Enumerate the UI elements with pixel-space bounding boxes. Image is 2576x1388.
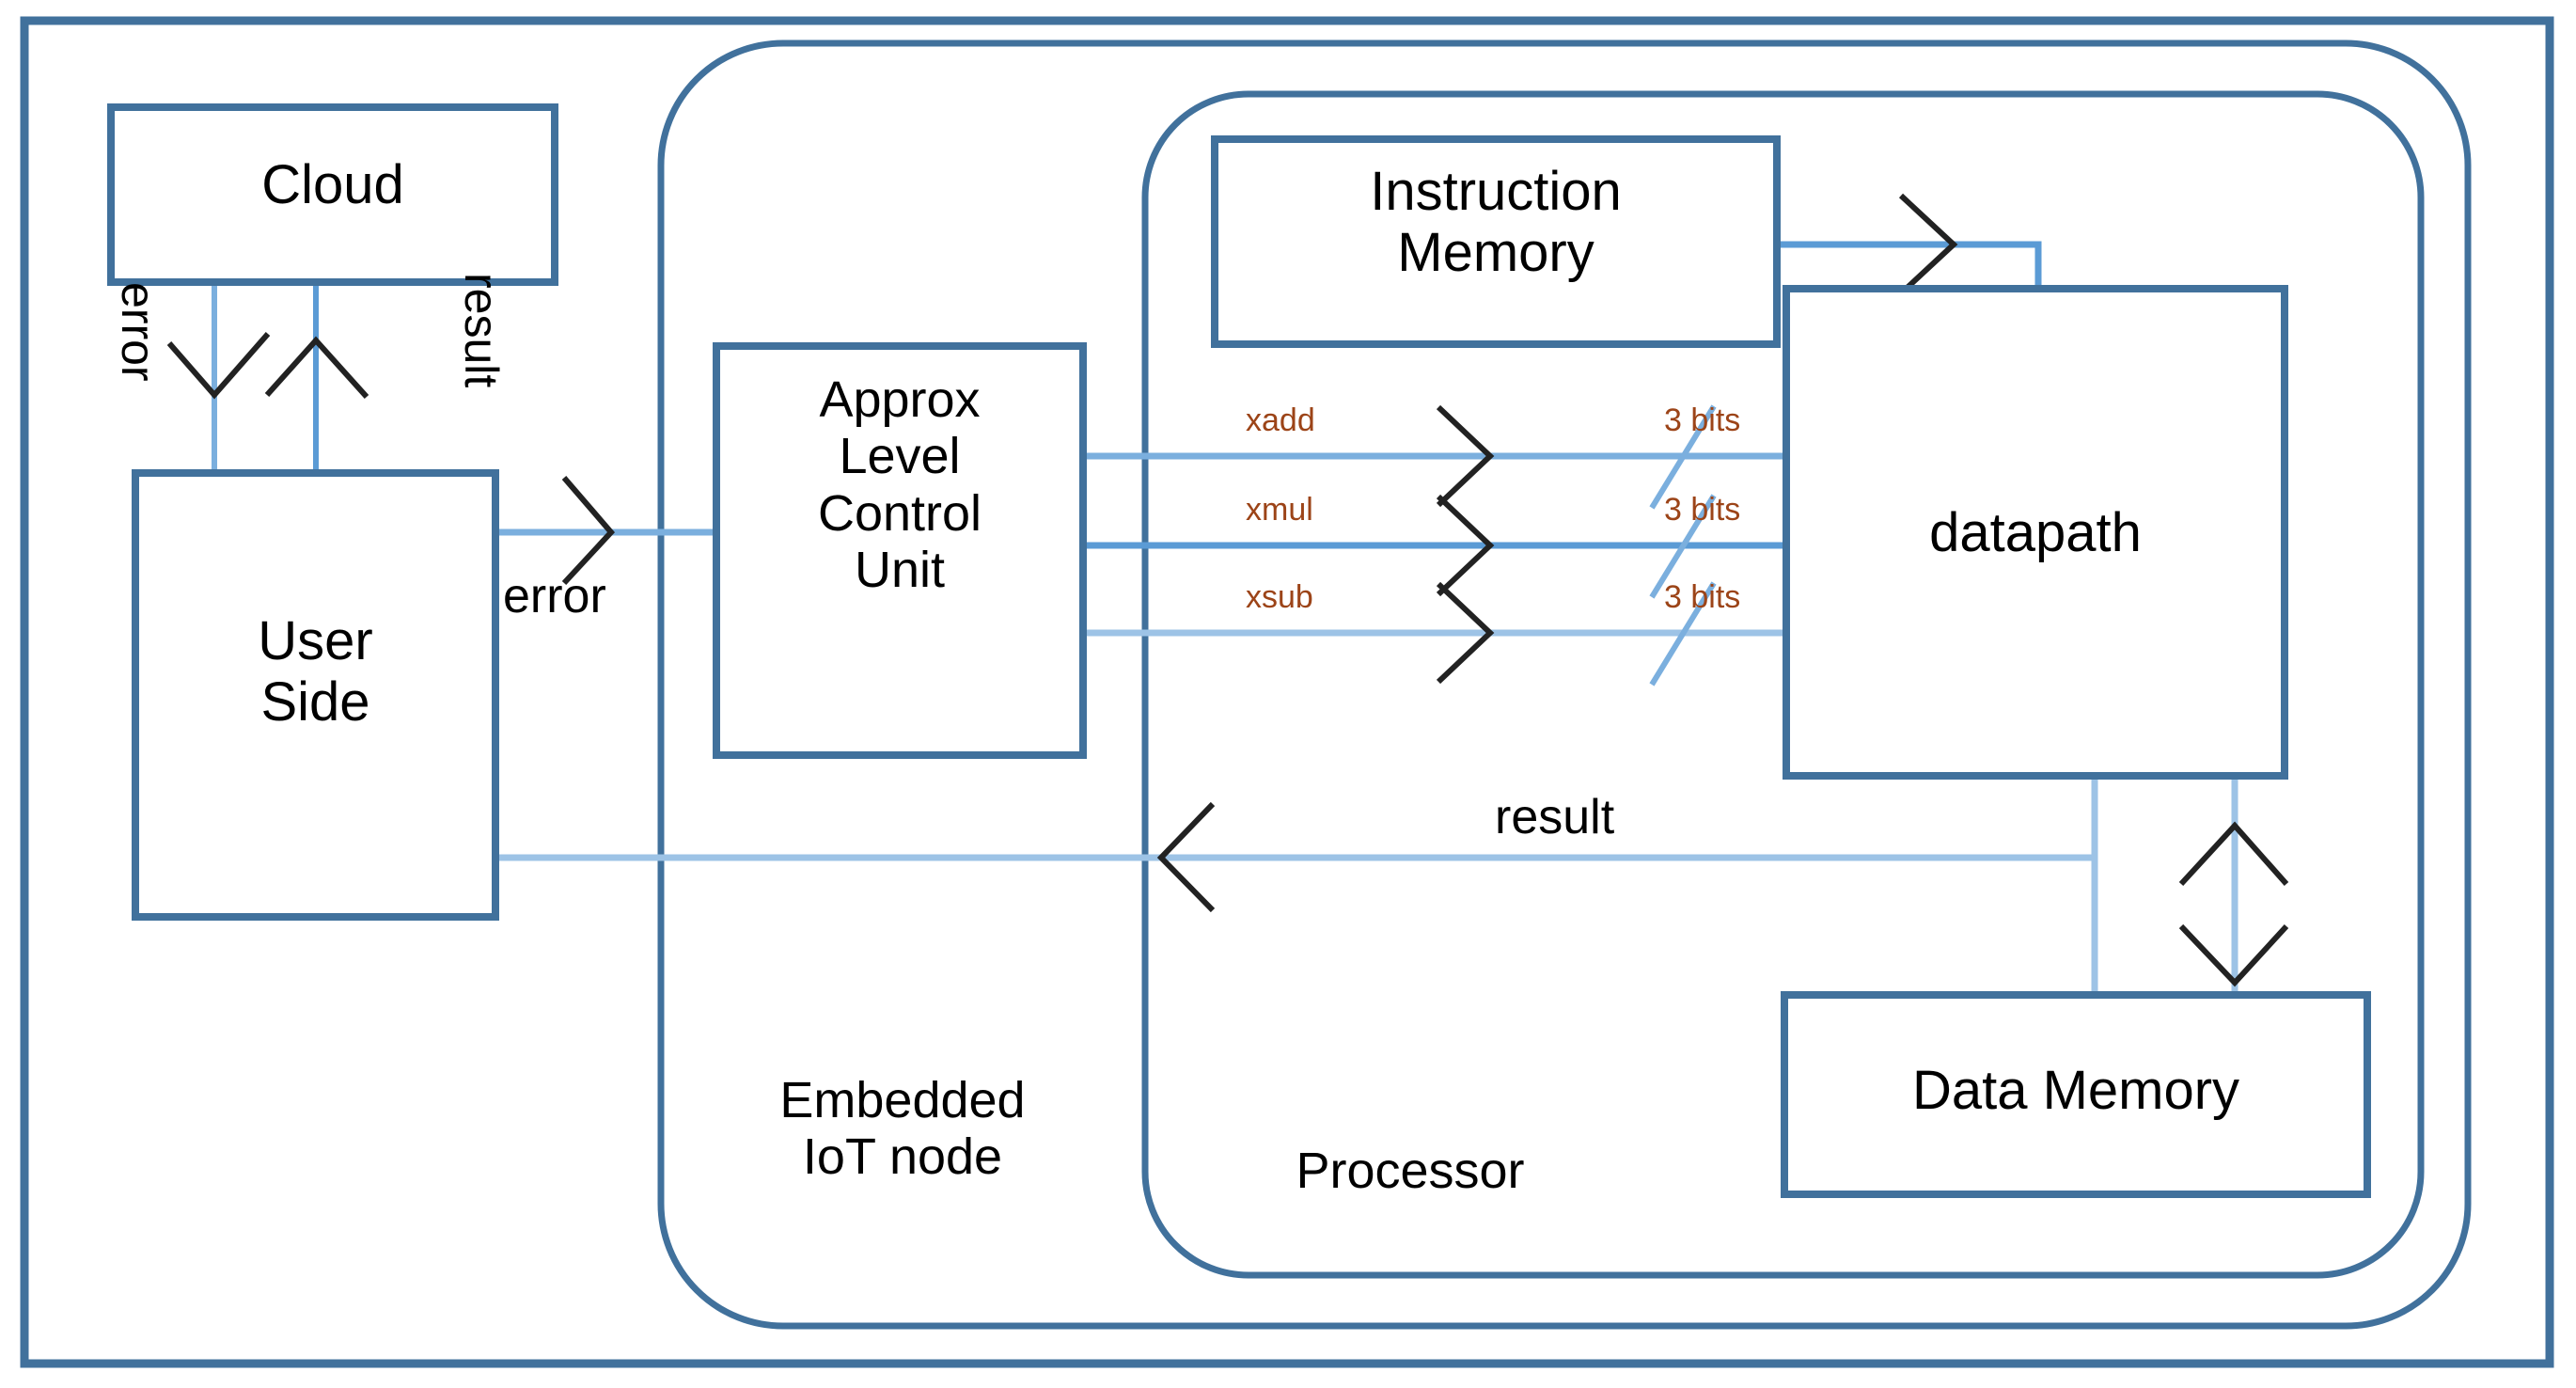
wire-result-return [495,776,2098,861]
arrowhead-data-memory-down [2178,923,2289,987]
arrowhead-xadd [1436,404,1495,508]
group-embedded-iot-node [657,39,2472,1330]
box-datapath[interactable] [1783,285,2288,780]
box-data-memory[interactable] [1781,991,2371,1198]
slash-xadd [1649,404,1717,510]
wire-instruction-fetch [1777,241,2042,289]
box-user-side[interactable] [132,469,499,921]
arrowhead-cloud-result [264,336,369,400]
box-cloud[interactable] [107,103,558,286]
outer-frame [20,16,2554,1368]
box-approx-level-control-unit[interactable] [713,342,1087,759]
arrowhead-xmul [1436,494,1495,597]
arrowhead-xsub [1436,581,1495,685]
group-processor [1141,90,2425,1279]
slash-xmul [1649,494,1717,599]
box-instruction-memory[interactable] [1211,135,1781,348]
arrowhead-cloud-error [166,332,271,400]
slash-xsub [1649,581,1717,686]
arrowhead-user-error [561,476,616,586]
arrowhead-instruction-fetch [1898,193,1958,296]
arrowhead-data-memory-up [2178,821,2289,887]
arrowhead-result-return [1156,801,1216,913]
